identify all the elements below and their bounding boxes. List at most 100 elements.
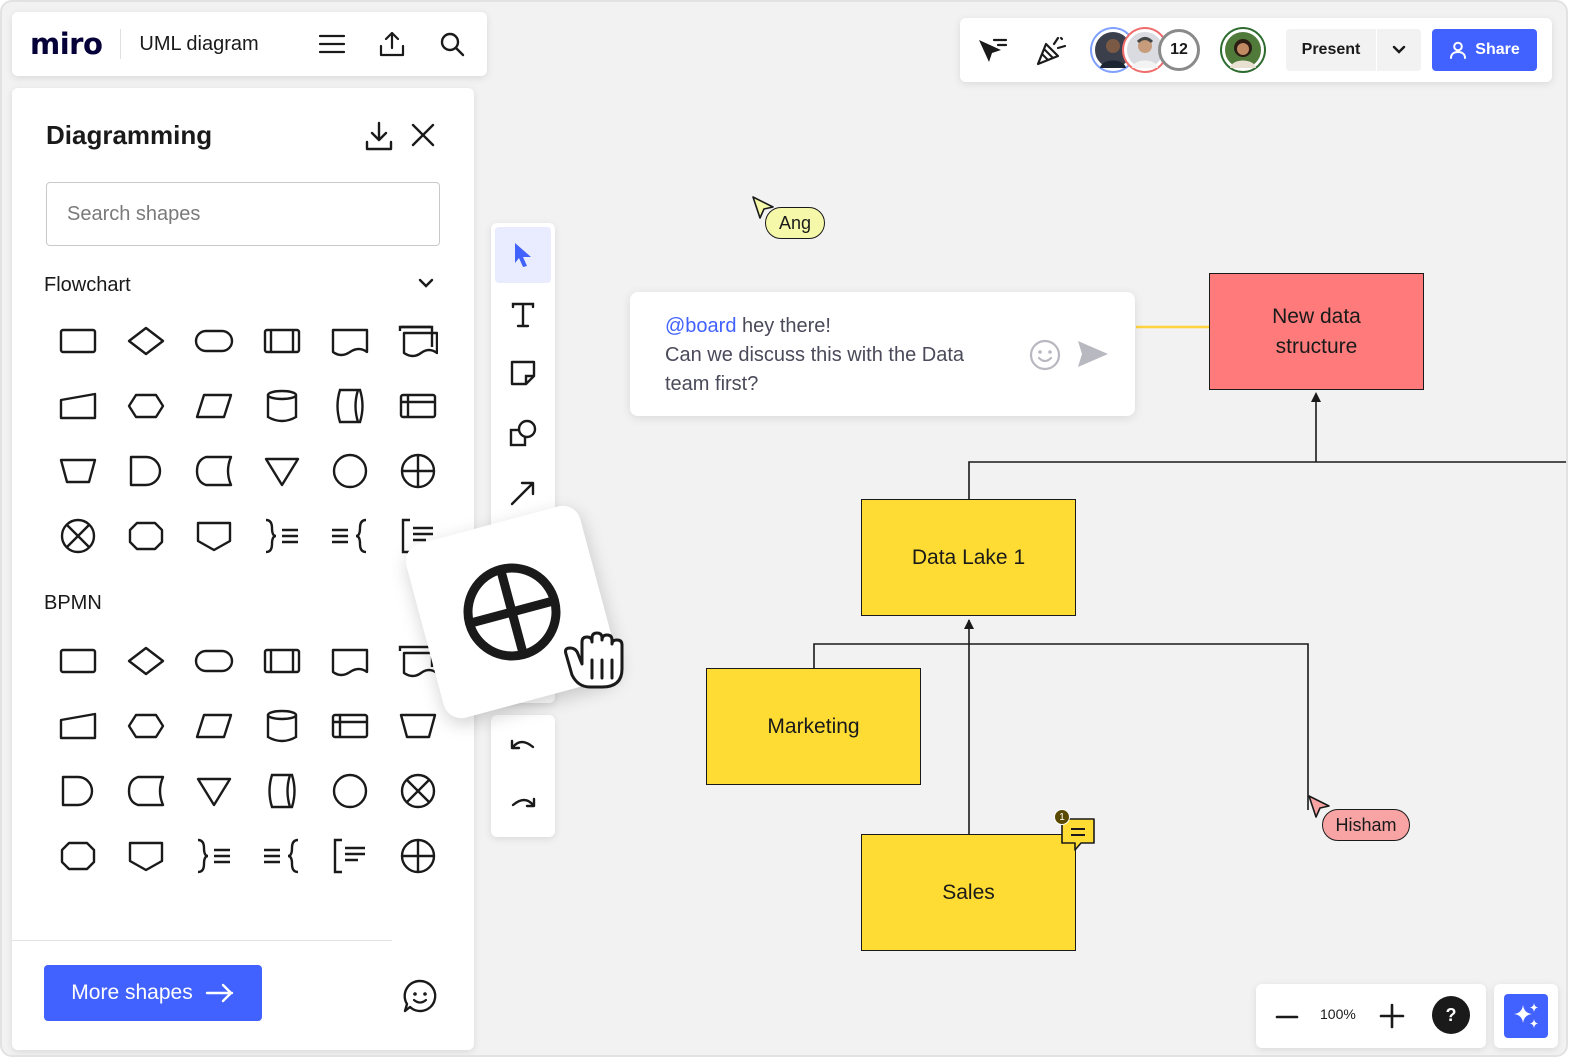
more-shapes-button[interactable]: More shapes [44, 965, 262, 1021]
predefined-process-shape-icon[interactable] [248, 628, 316, 693]
or-circle-shape-icon[interactable] [384, 823, 452, 888]
database-cylinder-shape-icon[interactable] [248, 693, 316, 758]
search-icon[interactable] [437, 29, 467, 59]
predefined-process-shape-icon[interactable] [248, 308, 316, 373]
decision-diamond-shape-icon[interactable] [112, 308, 180, 373]
display-shape-icon[interactable] [112, 503, 180, 568]
zoom-level[interactable]: 100% [1320, 1006, 1356, 1022]
rectangle-shape-icon[interactable] [44, 628, 112, 693]
delay-shape-icon[interactable] [44, 758, 112, 823]
comment-input-box[interactable]: @board hey there! Can we discuss this wi… [630, 292, 1135, 416]
grab-hand-cursor-icon [560, 628, 628, 695]
internal-storage-shape-icon[interactable] [384, 373, 452, 438]
connector-circle-shape-icon[interactable] [316, 758, 384, 823]
decision-diamond-shape-icon[interactable] [112, 628, 180, 693]
comment-text[interactable]: @board hey there! Can we discuss this wi… [665, 312, 1010, 399]
multi-document-shape-icon[interactable] [384, 308, 452, 373]
summing-junction-shape-icon[interactable] [384, 758, 452, 823]
connector-line-icon[interactable] [495, 465, 551, 521]
internal-storage-shape-icon[interactable] [316, 693, 384, 758]
zoom-controls: 100% ? [1256, 984, 1486, 1048]
manual-input-shape-icon[interactable] [44, 693, 112, 758]
help-button[interactable]: ? [1432, 996, 1470, 1034]
text-icon[interactable] [495, 287, 551, 343]
chevron-down-icon[interactable] [418, 276, 434, 294]
sticky-note-new-data-structure[interactable]: New data structure [1209, 273, 1424, 390]
preparation-shape-icon[interactable] [112, 693, 180, 758]
present-button[interactable]: Present [1286, 29, 1376, 71]
or-circle-shape-icon[interactable] [384, 438, 452, 503]
section-flowchart[interactable]: Flowchart [44, 274, 131, 296]
miro-logo[interactable]: miro [30, 27, 103, 61]
avatar[interactable] [1222, 29, 1264, 71]
rectangle-shape-icon[interactable] [44, 308, 112, 373]
stored-data-shape-icon[interactable] [180, 438, 248, 503]
sticky-note-marketing[interactable]: Marketing [706, 668, 921, 785]
share-button[interactable]: Share [1432, 29, 1537, 71]
manual-input-shape-icon[interactable] [44, 373, 112, 438]
document-shape-icon[interactable] [316, 308, 384, 373]
delay-shape-icon[interactable] [112, 438, 180, 503]
close-icon[interactable] [410, 122, 436, 153]
document-shape-icon[interactable] [316, 628, 384, 693]
off-page-connector-shape-icon[interactable] [112, 823, 180, 888]
diagramming-panel: Diagramming Flowchart [12, 88, 474, 1050]
annotation-left-shape-icon[interactable] [248, 823, 316, 888]
data-parallelogram-shape-icon[interactable] [180, 693, 248, 758]
off-page-connector-shape-icon[interactable] [180, 503, 248, 568]
merge-triangle-shape-icon[interactable] [248, 438, 316, 503]
zoom-in-icon[interactable] [1378, 1002, 1406, 1035]
redo-icon[interactable] [495, 777, 551, 833]
feedback-icon[interactable] [402, 978, 438, 1019]
send-icon[interactable] [1076, 338, 1110, 375]
select-cursor-icon[interactable] [976, 36, 1008, 71]
download-icon[interactable] [364, 120, 394, 157]
export-icon[interactable] [377, 29, 407, 59]
manual-operation-shape-icon[interactable] [384, 693, 452, 758]
divider [120, 29, 122, 59]
mention-tag[interactable]: @board [665, 315, 737, 337]
comment-bubble-icon[interactable] [1059, 816, 1097, 861]
preparation-shape-icon[interactable] [112, 373, 180, 438]
connector-circle-shape-icon[interactable] [316, 438, 384, 503]
summing-junction-shape-icon[interactable] [44, 503, 112, 568]
stored-data-shape-icon[interactable] [112, 758, 180, 823]
terminator-shape-icon[interactable] [180, 628, 248, 693]
zoom-out-icon[interactable] [1274, 1004, 1300, 1035]
select-icon[interactable] [495, 227, 551, 283]
board-title[interactable]: UML diagram [139, 32, 259, 55]
share-label: Share [1475, 41, 1520, 58]
collaborator-count-badge[interactable]: 12 [1158, 29, 1200, 71]
ai-sparkle-icon[interactable] [1504, 994, 1548, 1038]
merge-triangle-shape-icon[interactable] [180, 758, 248, 823]
undo-icon[interactable] [495, 719, 551, 775]
search-shapes-input[interactable] [46, 182, 440, 246]
sticky-note-icon[interactable] [495, 345, 551, 401]
manual-operation-shape-icon[interactable] [44, 438, 112, 503]
shapes-icon[interactable] [495, 405, 551, 461]
bracket-annotation-shape-icon[interactable] [384, 503, 452, 568]
divider [12, 940, 392, 941]
direct-access-storage-shape-icon[interactable] [316, 373, 384, 438]
sticky-note-sales[interactable]: Sales [861, 834, 1076, 951]
celebrate-icon[interactable] [1034, 34, 1068, 73]
emoji-icon[interactable] [1028, 338, 1062, 377]
bracket-annotation-shape-icon[interactable] [316, 823, 384, 888]
data-parallelogram-shape-icon[interactable] [180, 373, 248, 438]
annotation-right-shape-icon[interactable] [248, 503, 316, 568]
comment-text-line1: hey there! [736, 315, 831, 337]
dragged-shape-preview[interactable] [401, 501, 623, 723]
section-bpmn[interactable]: BPMN [44, 592, 102, 614]
annotation-left-shape-icon[interactable] [316, 503, 384, 568]
panel-title: Diagramming [46, 120, 213, 150]
annotation-right-shape-icon[interactable] [180, 823, 248, 888]
terminator-shape-icon[interactable] [180, 308, 248, 373]
display-shape-icon[interactable] [44, 823, 112, 888]
present-dropdown[interactable] [1377, 29, 1421, 71]
database-cylinder-shape-icon[interactable] [248, 373, 316, 438]
menu-icon[interactable] [317, 29, 347, 59]
arrow-right-icon [205, 983, 233, 1003]
direct-access-storage-shape-icon[interactable] [248, 758, 316, 823]
sticky-note-data-lake[interactable]: Data Lake 1 [861, 499, 1076, 616]
